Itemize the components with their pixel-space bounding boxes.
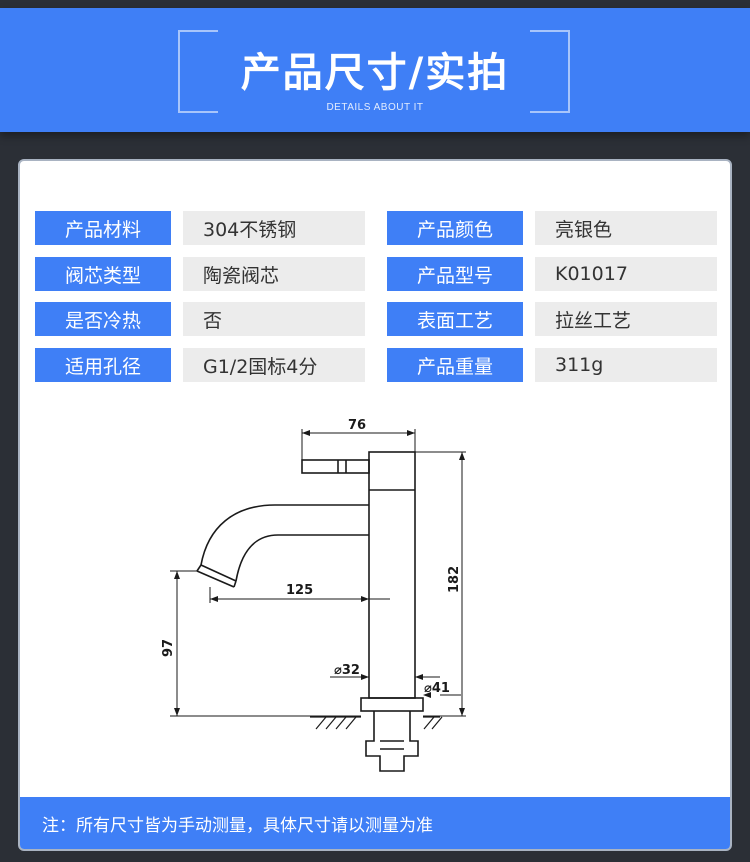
dim-spout-height-label: 97: [161, 639, 176, 657]
dim-base-dia-label: ⌀41: [424, 681, 450, 696]
spec-value-material: 304不锈钢: [183, 211, 365, 245]
spec-value-color: 亮银色: [535, 211, 717, 245]
dim-height-label: 182: [447, 566, 462, 593]
spec-value-weight: 311g: [535, 348, 717, 382]
spec-row-4: 适用孔径 G1/2国标4分 产品重量 311g: [20, 348, 730, 382]
spec-value-model: K01017: [535, 257, 717, 291]
bracket-right-decoration: [530, 30, 570, 113]
spec-label-material: 产品材料: [35, 211, 171, 245]
page-subtitle: DETAILS ABOUT IT: [326, 102, 424, 113]
page-title: 产品尺寸/实拍: [240, 50, 510, 96]
spec-label-model: 产品型号: [387, 257, 523, 291]
measurement-note: 注：所有尺寸皆为手动测量，具体尺寸请以测量为准: [20, 797, 730, 849]
spec-row-1: 产品材料 304不锈钢 产品颜色 亮银色: [20, 211, 730, 245]
faucet-handle: [301, 459, 370, 474]
faucet-base-nut: [360, 697, 424, 712]
spec-value-hole: G1/2国标4分: [183, 348, 365, 382]
faucet-technical-drawing: 76 125 ⌀32 ⌀41 182 97: [161, 418, 466, 772]
dim-body-dia-label: ⌀32: [334, 663, 360, 678]
spec-value-hotcold: 否: [183, 302, 365, 336]
spec-value-finish: 拉丝工艺: [535, 302, 717, 336]
dim-handle-label: 76: [348, 418, 366, 433]
spec-label-finish: 表面工艺: [387, 302, 523, 336]
faucet-spout-bottom: [235, 534, 369, 582]
spec-label-hole: 适用孔径: [35, 348, 171, 382]
spec-row-2: 阀芯类型 陶瓷阀芯 产品型号 K01017: [20, 257, 730, 291]
spec-label-weight: 产品重量: [387, 348, 523, 382]
spec-card: 产品材料 304不锈钢 产品颜色 亮银色 阀芯类型 陶瓷阀芯 产品型号 K010…: [18, 159, 732, 851]
header-banner: 产品尺寸/实拍 DETAILS ABOUT IT: [0, 8, 750, 132]
spec-label-color: 产品颜色: [387, 211, 523, 245]
dim-spout-label: 125: [286, 583, 313, 598]
faucet-spout-top: [200, 504, 369, 566]
spec-row-3: 是否冷热 否 表面工艺 拉丝工艺: [20, 302, 730, 336]
faucet-body: [368, 451, 416, 699]
spec-label-hotcold: 是否冷热: [35, 302, 171, 336]
spec-value-valve: 陶瓷阀芯: [183, 257, 365, 291]
spec-label-valve: 阀芯类型: [35, 257, 171, 291]
bracket-left-decoration: [178, 30, 218, 113]
